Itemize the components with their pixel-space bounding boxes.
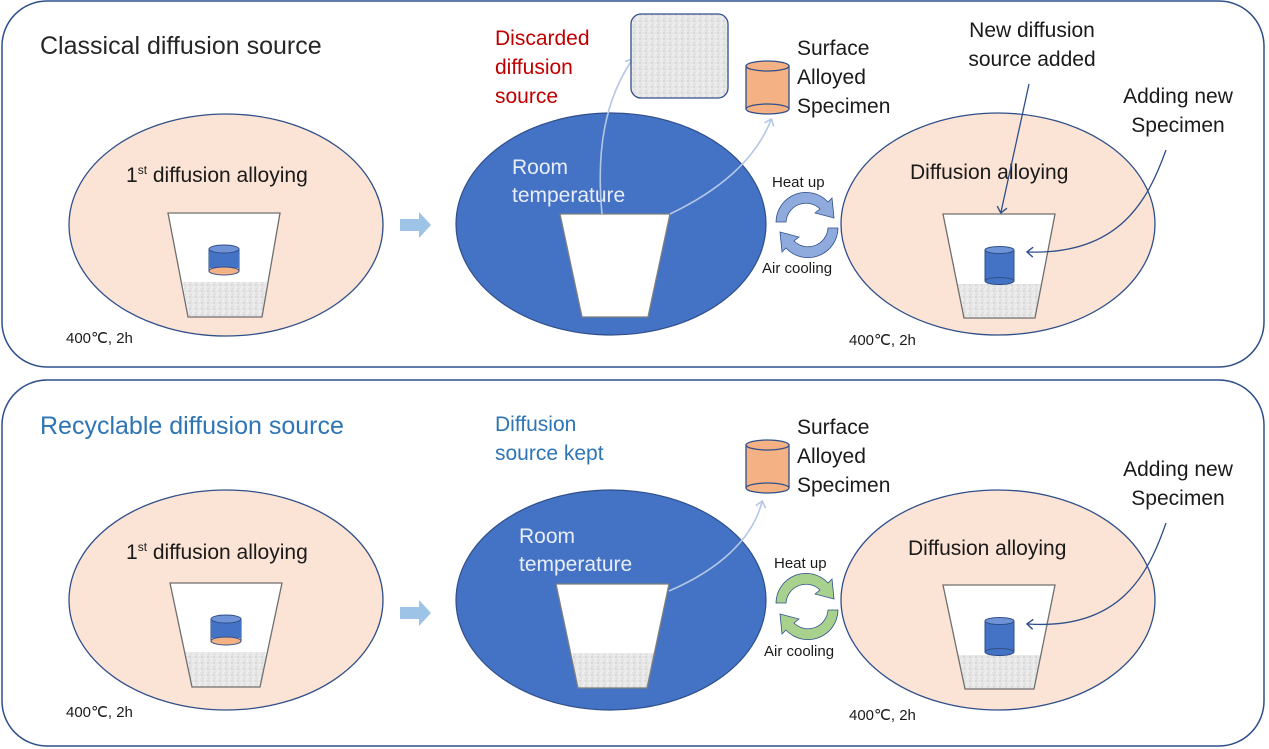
- source-fate-label: Diffusion source kept: [495, 413, 604, 465]
- panel-title: Recyclable diffusion source: [40, 412, 344, 440]
- stage1-condition: 400℃, 2h: [66, 330, 133, 347]
- pointer-arrow: [1025, 149, 1167, 258]
- product-label: Surface Alloyed Specimen: [797, 416, 890, 497]
- kept-diffusion-powder: [572, 653, 655, 688]
- specimen-coated: [208, 244, 240, 276]
- pointer-arrow: [1025, 522, 1167, 630]
- svg-text:Surface: Surface: [797, 416, 869, 439]
- new-specimen: [984, 617, 1015, 656]
- new-specimen-note: Adding new Specimen: [1025, 458, 1234, 630]
- stage2-label: Diffusion alloying: [910, 161, 1068, 184]
- product-flow-arrow: [669, 117, 775, 215]
- svg-text:diffusion: diffusion: [495, 56, 573, 79]
- stage1-label: 1st diffusion alloying: [126, 540, 308, 564]
- stage2-condition: 400℃, 2h: [849, 332, 916, 349]
- svg-text:Surface: Surface: [797, 37, 869, 60]
- room-label-line2: temperature: [512, 184, 625, 207]
- room-label-line1: Room: [519, 525, 575, 548]
- air-cooling-arrow-icon: [779, 609, 839, 640]
- crucible: [942, 584, 1056, 690]
- heat-up-label: Heat up: [772, 174, 825, 191]
- room-label-line2: temperature: [519, 553, 632, 576]
- svg-text:Adding new: Adding new: [1123, 85, 1234, 108]
- svg-text:Diffusion: Diffusion: [495, 413, 576, 436]
- diffusion-powder: [183, 282, 267, 317]
- svg-text:source kept: source kept: [495, 442, 604, 465]
- panel-title: Classical diffusion source: [40, 32, 322, 60]
- discarded-powder-block: [630, 13, 729, 99]
- stage1-condition: 400℃, 2h: [66, 704, 133, 721]
- surface-alloyed-specimen-icon: [745, 60, 790, 115]
- discard-flow-arrow: [599, 58, 635, 215]
- empty-crucible: [559, 213, 671, 318]
- furnace-stage2: Diffusion alloying 400℃, 2h: [840, 489, 1156, 724]
- specimen-coated: [210, 614, 242, 646]
- new-specimen-note: Adding new Specimen: [1025, 85, 1234, 258]
- furnace-stage1: 1st diffusion alloying 400℃, 2h: [66, 113, 384, 347]
- crucible: [555, 583, 670, 689]
- furnace-stage2: Diffusion alloying 400℃, 2h: [840, 112, 1156, 349]
- svg-text:Specimen: Specimen: [797, 474, 890, 497]
- diffusion-powder: [184, 652, 268, 687]
- svg-text:source: source: [495, 85, 558, 108]
- crucible: [942, 213, 1056, 319]
- panel-classical: Classical diffusion source 1st diffusion…: [1, 0, 1265, 368]
- surface-alloyed-specimen-icon: [745, 439, 790, 494]
- product-label: Surface Alloyed Specimen: [797, 37, 890, 118]
- heat-cool-cycle: Heat up Air cooling: [764, 555, 839, 660]
- heat-up-arrow-icon: [775, 573, 835, 604]
- svg-text:Alloyed: Alloyed: [797, 66, 866, 89]
- right-arrow-icon: [400, 600, 431, 626]
- heat-up-label: Heat up: [774, 555, 827, 572]
- stage2-condition: 400℃, 2h: [849, 707, 916, 724]
- svg-text:Specimen: Specimen: [1131, 114, 1224, 137]
- air-cooling-label: Air cooling: [762, 260, 832, 277]
- air-cooling-label: Air cooling: [764, 643, 834, 660]
- room-temperature-stage: Room temperature: [455, 112, 767, 336]
- svg-text:Specimen: Specimen: [797, 95, 890, 118]
- stage1-label: 1st diffusion alloying: [126, 163, 308, 187]
- panel-recyclable: Recyclable diffusion source 1st diffusio…: [1, 379, 1265, 747]
- right-arrow-icon: [400, 212, 431, 238]
- svg-text:New diffusion: New diffusion: [969, 19, 1095, 42]
- diffusion-powder: [958, 655, 1041, 689]
- svg-text:Discarded: Discarded: [495, 27, 590, 50]
- new-source-note: New diffusion source added: [968, 19, 1096, 215]
- heat-cool-cycle: Heat up Air cooling: [762, 174, 839, 277]
- heat-up-arrow-icon: [775, 192, 835, 223]
- diffusion-powder: [958, 284, 1041, 318]
- furnace-stage1: 1st diffusion alloying 400℃, 2h: [66, 489, 384, 721]
- source-fate-label: Discarded diffusion source: [495, 27, 590, 108]
- pointer-arrow: [996, 83, 1030, 215]
- room-label-line1: Room: [512, 156, 568, 179]
- air-cooling-arrow-icon: [779, 227, 839, 258]
- svg-text:Alloyed: Alloyed: [797, 445, 866, 468]
- new-specimen: [984, 246, 1015, 285]
- product-flow-arrow: [668, 499, 767, 592]
- svg-text:Specimen: Specimen: [1131, 487, 1224, 510]
- svg-text:source added: source added: [968, 48, 1095, 71]
- room-temperature-stage: Room temperature: [455, 489, 767, 711]
- svg-text:Adding new: Adding new: [1123, 458, 1234, 481]
- stage2-label: Diffusion alloying: [908, 537, 1066, 560]
